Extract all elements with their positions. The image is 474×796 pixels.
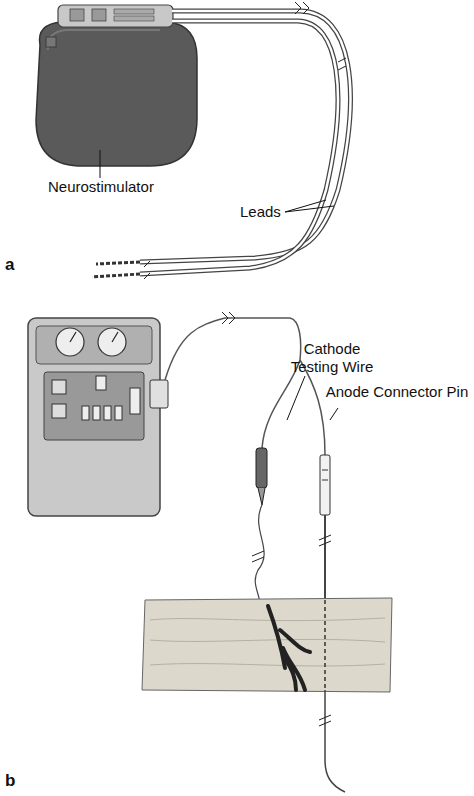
break-mark xyxy=(319,715,331,726)
leader-line xyxy=(100,150,101,178)
lead-core xyxy=(140,21,338,274)
output-connector xyxy=(150,380,168,408)
panel-letter: b xyxy=(5,772,25,790)
device-mark xyxy=(46,37,56,47)
button xyxy=(52,380,66,394)
tissue-section xyxy=(142,376,392,792)
anode-in-tissue xyxy=(324,600,326,690)
test-stimulator xyxy=(28,318,168,516)
leader-line xyxy=(330,408,338,420)
dial-pointer xyxy=(70,332,118,342)
anode-connector-pin xyxy=(320,455,330,515)
break-mark xyxy=(144,261,150,279)
lead-outline xyxy=(140,21,338,274)
nerve xyxy=(268,606,310,690)
lead-outline xyxy=(140,11,350,262)
control-panel xyxy=(44,372,144,440)
anode-wire xyxy=(324,515,326,600)
dial-panel xyxy=(36,326,152,364)
lead-core xyxy=(140,11,350,262)
header-detail xyxy=(70,9,84,21)
panel-letter: a xyxy=(5,256,25,274)
part-label: Neurostimulator xyxy=(48,178,178,196)
indicator xyxy=(115,406,122,420)
pin-band xyxy=(322,470,328,480)
part-label: Anode Connector Pin xyxy=(322,383,472,401)
break-mark xyxy=(338,58,346,70)
lead-electrodes xyxy=(96,262,140,264)
part-label: Leads xyxy=(240,203,300,221)
cathode-tip xyxy=(258,488,265,505)
lead-electrodes xyxy=(92,274,140,277)
neurostimulator-device xyxy=(36,5,197,166)
lead-wires xyxy=(92,2,350,279)
cathode-clip xyxy=(256,448,267,488)
indicator xyxy=(93,406,100,420)
break-mark xyxy=(319,535,331,546)
leader-line xyxy=(287,376,305,420)
device-highlight xyxy=(48,30,160,50)
indicator xyxy=(130,388,140,414)
button xyxy=(52,404,66,418)
leader-line xyxy=(285,200,334,212)
break-mark xyxy=(295,2,309,14)
indicator xyxy=(104,406,111,420)
switch xyxy=(96,376,106,390)
break-mark xyxy=(222,312,235,324)
break-mark xyxy=(252,551,264,562)
device-body xyxy=(36,22,197,166)
header-detail xyxy=(114,16,154,21)
part-label: Cathode Testing Wire xyxy=(282,340,382,376)
tissue-fiber xyxy=(150,618,385,666)
header-detail xyxy=(114,9,154,14)
header-detail xyxy=(92,9,106,21)
extension-cable xyxy=(165,318,301,380)
device-header xyxy=(58,5,173,27)
stimulator-case xyxy=(28,318,160,516)
indicator xyxy=(82,406,89,420)
tissue xyxy=(142,598,392,692)
anode-wire xyxy=(325,690,345,792)
